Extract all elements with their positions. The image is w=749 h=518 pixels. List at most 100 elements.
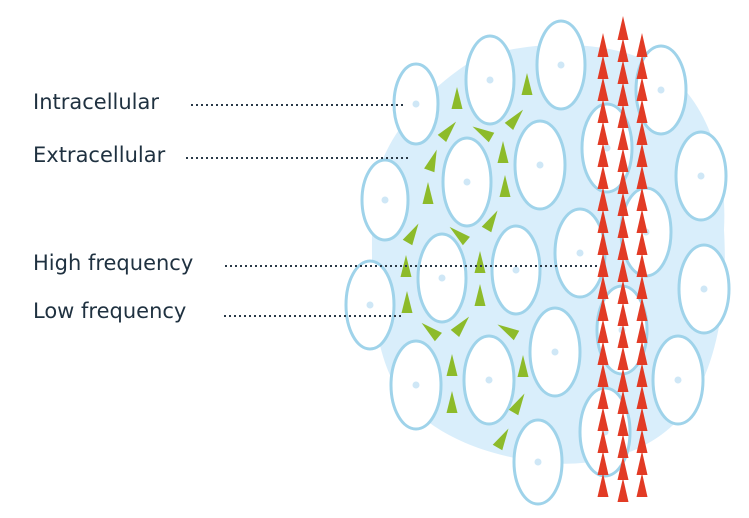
high-frequency-marker bbox=[617, 16, 629, 40]
low-frequency-marker bbox=[474, 251, 486, 273]
high-frequency-marker bbox=[636, 473, 648, 497]
cell bbox=[416, 232, 468, 324]
high-frequency-marker bbox=[617, 104, 629, 128]
high-frequency-marker bbox=[597, 451, 609, 475]
cell bbox=[392, 62, 440, 146]
high-frequency-marker bbox=[636, 451, 648, 475]
low-frequency-marker bbox=[437, 121, 457, 142]
cell bbox=[389, 339, 443, 431]
high-frequency-marker bbox=[617, 390, 629, 414]
cell-nucleus bbox=[534, 458, 542, 466]
high-frequency-marker bbox=[617, 324, 629, 348]
high-frequency-marker bbox=[617, 170, 629, 194]
low-frequency-marker bbox=[504, 109, 524, 130]
high-frequency-marker bbox=[617, 148, 629, 172]
high-frequency-marker bbox=[597, 231, 609, 255]
high-frequency-marker bbox=[597, 429, 609, 453]
cell bbox=[634, 44, 688, 136]
cell-nucleus bbox=[657, 86, 665, 94]
high-frequency-marker bbox=[597, 209, 609, 233]
high-frequency-marker bbox=[617, 236, 629, 260]
cell-nucleus bbox=[486, 76, 494, 84]
high-frequency-marker bbox=[597, 253, 609, 277]
low-frequency-marker bbox=[492, 428, 509, 451]
cell bbox=[462, 334, 516, 426]
high-frequency-marker bbox=[617, 38, 629, 62]
low-frequency-marker bbox=[446, 391, 458, 413]
high-frequency-marker bbox=[597, 99, 609, 123]
cell-nucleus bbox=[438, 274, 446, 282]
high-frequency-marker bbox=[617, 434, 629, 458]
high-frequency-marker bbox=[597, 77, 609, 101]
cell bbox=[512, 418, 564, 506]
cell bbox=[490, 224, 542, 316]
low-frequency-marker bbox=[481, 210, 498, 233]
high-frequency-marker bbox=[597, 297, 609, 321]
high-frequency-marker bbox=[636, 77, 648, 101]
low-frequency-marker bbox=[401, 291, 413, 313]
intracellular-label: Intracellular bbox=[33, 90, 160, 114]
high-frequency-marker bbox=[636, 165, 648, 189]
low-frequency-marker bbox=[421, 322, 442, 342]
high-frequency-marker bbox=[617, 82, 629, 106]
high-frequency-marker bbox=[636, 33, 648, 57]
high-frequency-marker bbox=[617, 368, 629, 392]
high-frequency-marker bbox=[636, 319, 648, 343]
cell bbox=[535, 19, 587, 111]
high-frequency-marker bbox=[597, 473, 609, 497]
high-frequency-marker bbox=[597, 319, 609, 343]
cell-nucleus bbox=[551, 348, 559, 356]
low-frequency-marker bbox=[424, 149, 437, 173]
cell-nucleus bbox=[463, 178, 471, 186]
high-frequency-marker bbox=[617, 214, 629, 238]
high-frequency-marker bbox=[597, 385, 609, 409]
cell-nucleus bbox=[381, 196, 389, 204]
cell bbox=[578, 386, 632, 478]
high-frequency-marker bbox=[636, 363, 648, 387]
high-frequency-marker bbox=[636, 385, 648, 409]
high-frequency-marker bbox=[617, 192, 629, 216]
high-frequency-marker bbox=[636, 55, 648, 79]
cell-nucleus bbox=[576, 249, 584, 257]
high-frequency-marker bbox=[597, 187, 609, 211]
cell bbox=[360, 158, 410, 242]
high-frequency-marker bbox=[597, 165, 609, 189]
high-frequency-marker bbox=[636, 187, 648, 211]
cell-nucleus bbox=[412, 381, 420, 389]
cell bbox=[344, 259, 396, 351]
high-frequency-marker bbox=[597, 121, 609, 145]
high-frequency-marker bbox=[617, 412, 629, 436]
high-frequency-marker bbox=[617, 60, 629, 84]
cell-nucleus bbox=[557, 61, 565, 69]
low-frequency-marker bbox=[499, 175, 511, 197]
high-frequency-path bbox=[597, 16, 648, 502]
cell bbox=[651, 334, 705, 426]
cell-nucleus bbox=[412, 100, 420, 108]
low-frequency-marker bbox=[508, 393, 525, 416]
high-frequency-marker bbox=[636, 99, 648, 123]
high-frequency-marker bbox=[617, 478, 629, 502]
low-frequency-label: Low frequency bbox=[33, 299, 187, 323]
cell-nucleus bbox=[674, 376, 682, 384]
high-frequency-marker bbox=[636, 209, 648, 233]
cell bbox=[528, 306, 582, 398]
high-frequency-marker bbox=[597, 363, 609, 387]
high-frequency-marker bbox=[636, 231, 648, 255]
high-frequency-marker bbox=[617, 346, 629, 370]
low-frequency-marker bbox=[450, 316, 470, 337]
high-frequency-marker bbox=[617, 456, 629, 480]
high-frequency-marker bbox=[636, 429, 648, 453]
low-frequency-marker bbox=[402, 223, 419, 246]
high-frequency-marker bbox=[597, 33, 609, 57]
low-frequency-path bbox=[400, 73, 533, 451]
cell bbox=[464, 34, 516, 126]
low-frequency-marker bbox=[451, 87, 463, 109]
high-frequency-marker bbox=[597, 407, 609, 431]
cell-nucleus bbox=[366, 301, 374, 309]
cell-nucleus bbox=[697, 172, 705, 180]
low-frequency-marker bbox=[517, 355, 529, 377]
high-frequency-marker bbox=[636, 341, 648, 365]
low-frequency-marker bbox=[521, 73, 533, 95]
high-frequency-marker bbox=[617, 258, 629, 282]
